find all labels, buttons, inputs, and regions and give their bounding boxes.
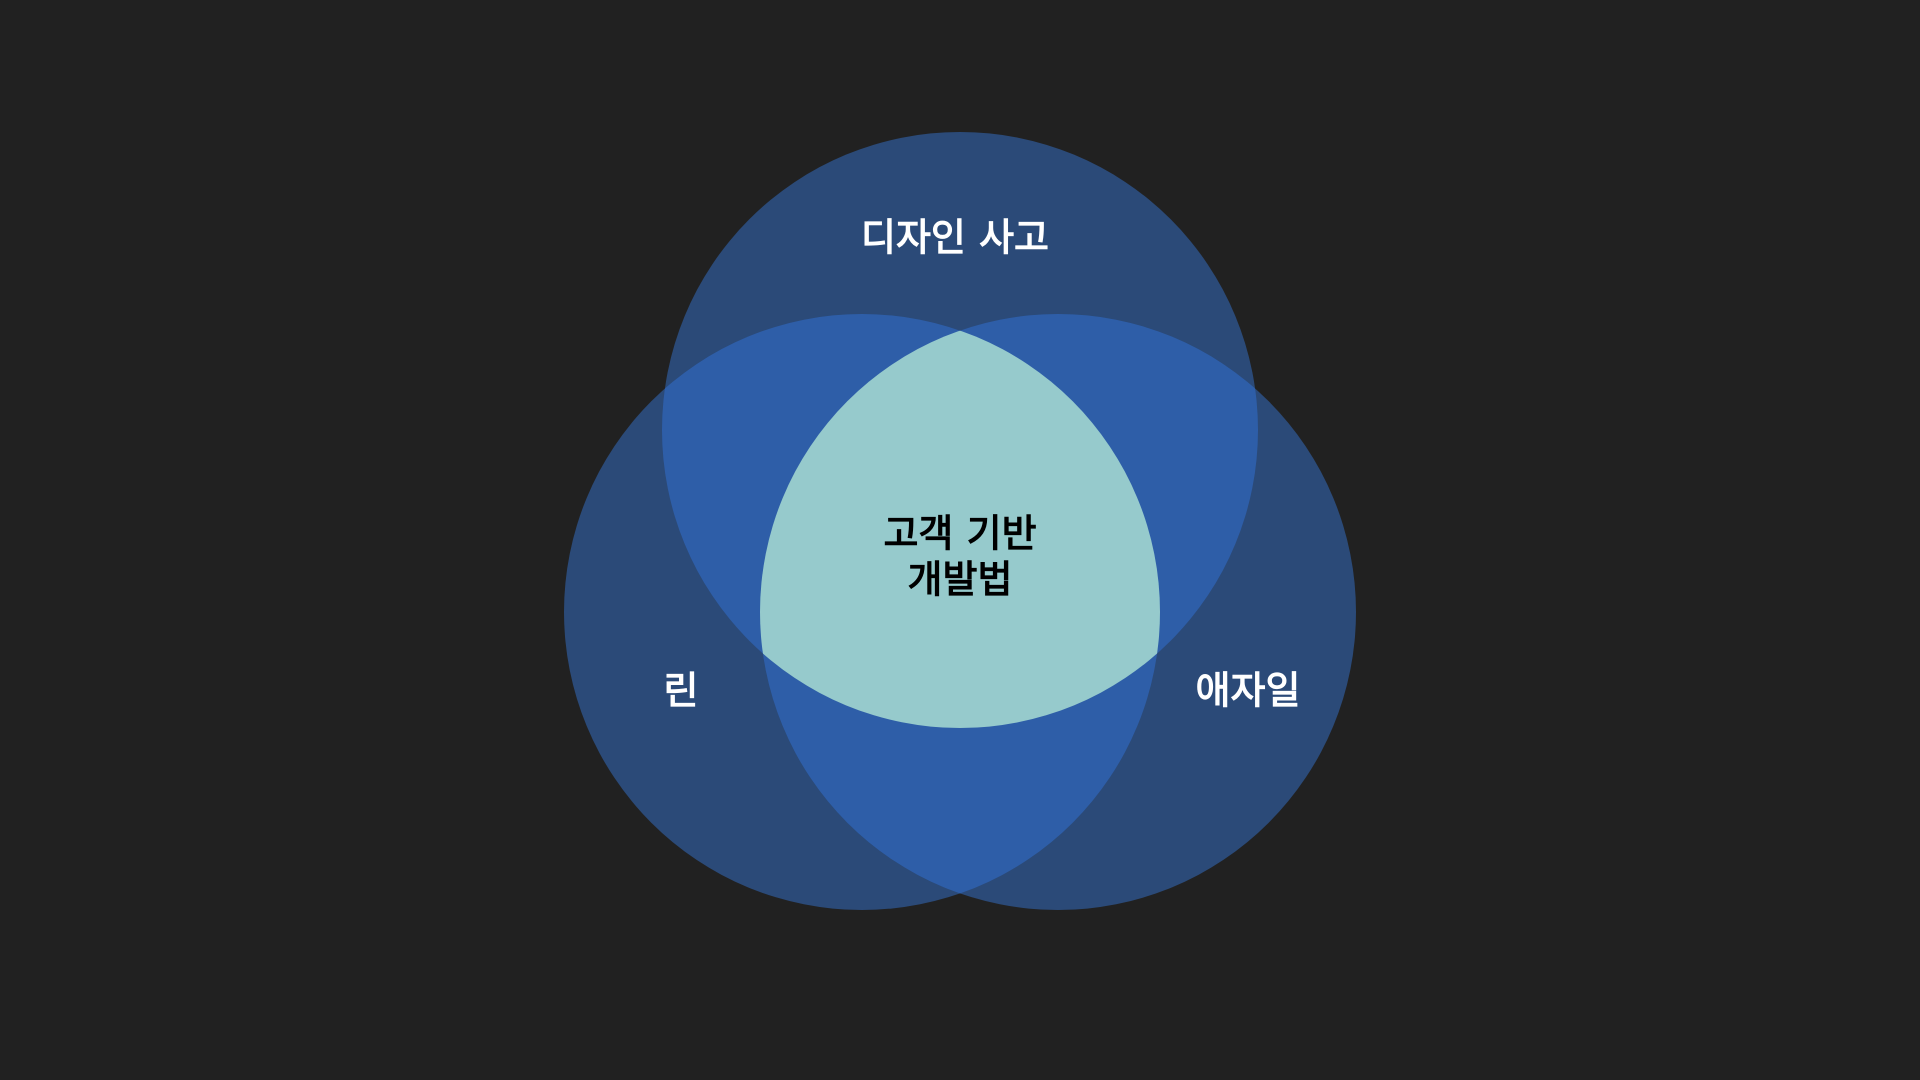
- label-lean: 린: [664, 669, 699, 713]
- label-design-thinking: 디자인 사고: [861, 216, 1049, 260]
- label-agile: 애자일: [1196, 669, 1301, 713]
- overlap-center: [760, 314, 1160, 728]
- label-center-line1: 고객 기반: [883, 512, 1036, 556]
- label-center-line2: 개발법: [908, 558, 1013, 602]
